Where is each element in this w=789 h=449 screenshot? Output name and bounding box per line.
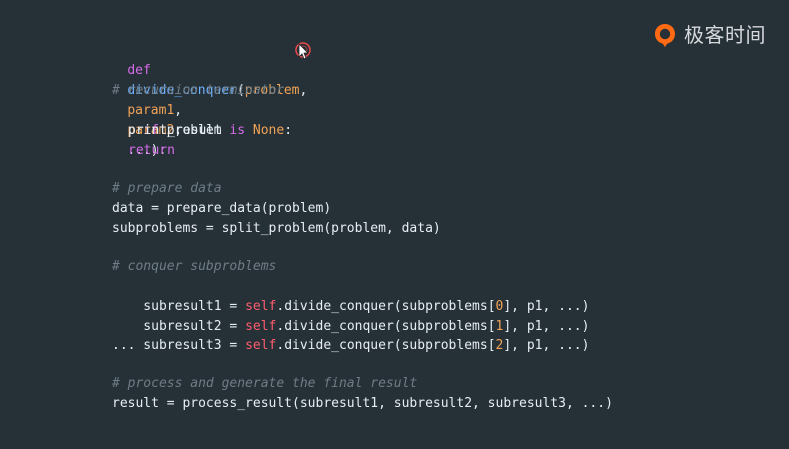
code-comment-conquer-subproblems: # conquer subproblems (112, 259, 277, 274)
code-comment-process-final-result: # process and generate the final result (112, 376, 418, 391)
code-line-subresult-3: subresult3 = self.divide_conquer(subprob… (143, 338, 590, 353)
logo-text: 极客时间 (684, 23, 766, 47)
index-1: 1 (495, 319, 504, 334)
comma: , (174, 103, 183, 118)
index-0: 0 (495, 299, 504, 314)
comma: , (299, 83, 308, 98)
code-comment-recursion-terminator: # recursion terminator (112, 83, 285, 98)
code-line-function-definition: def divide_conquer(problem, param1, para… (96, 41, 307, 158)
keyword-is: is (229, 123, 246, 138)
index-2: 2 (495, 338, 504, 353)
parameter-param2: param2 (127, 123, 175, 138)
code-comment-prepare-data: # prepare data (112, 181, 222, 196)
paren-open: ( (236, 83, 245, 98)
code-line-if-problem-none: if problem is None: (143, 123, 293, 138)
literal-none: None (252, 123, 285, 138)
mouse-pointer-icon (291, 39, 315, 63)
keyword-self: self (245, 338, 277, 353)
brand-logo: 极客时间 (652, 22, 766, 48)
code-line-split-problem: subproblems = split_problem(problem, dat… (112, 221, 441, 236)
code-line-prepare-data: data = prepare_data(problem) (112, 201, 332, 216)
function-name: divide_conquer (127, 83, 237, 98)
keyword-self: self (245, 319, 277, 334)
parameter-param1: param1 (127, 103, 175, 118)
code-line-ellipsis: ... (112, 338, 136, 353)
geektime-logo-icon (652, 22, 678, 48)
keyword-if: if (143, 123, 159, 138)
paren-close-colon: ): (150, 143, 167, 158)
parameter-problem: problem (244, 83, 300, 98)
ellipsis: ... (127, 143, 151, 158)
code-line-subresult-2: subresult2 = self.divide_conquer(subprob… (143, 319, 590, 334)
code-line-subresult-1: subresult1 = self.divide_conquer(subprob… (143, 299, 590, 314)
code-line-print-result: print_result (128, 123, 222, 138)
keyword-self: self (245, 299, 277, 314)
code-line-return: return (128, 143, 175, 158)
code-line-final-result: result = process_result(subresult1, subr… (112, 396, 613, 411)
comma: , (174, 123, 183, 138)
keyword-def: def (127, 63, 151, 78)
